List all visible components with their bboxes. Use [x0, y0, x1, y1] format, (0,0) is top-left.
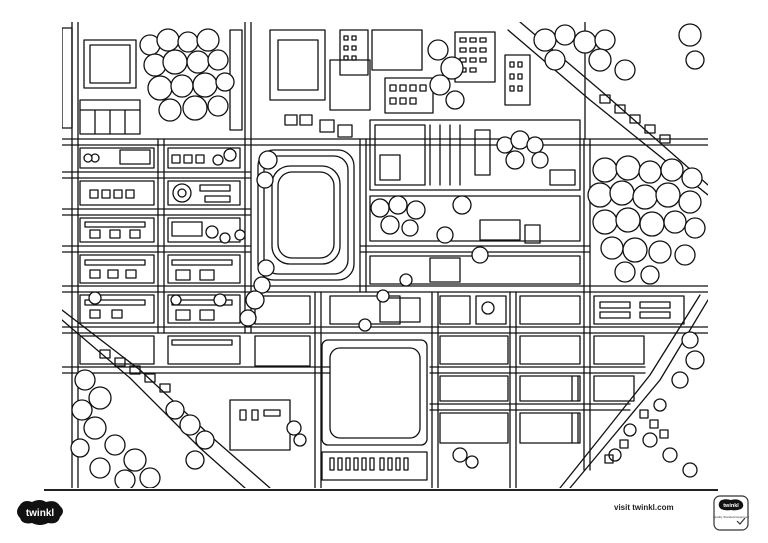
city-map: [62, 22, 708, 488]
tree-clusters: [70, 23, 706, 488]
buildings-northwest: [62, 27, 243, 135]
quality-badge: twinkl Quality Standard Approved: [711, 493, 751, 533]
blocks-southwest: [79, 335, 311, 451]
badge-caption: Quality Standard Approved: [713, 515, 749, 519]
blocks-west: [79, 147, 241, 324]
buildings-north: [269, 29, 531, 138]
sports-field: [321, 339, 428, 481]
twinkl-logo[interactable]: twinkl: [14, 497, 66, 527]
footer-link[interactable]: visit twinkl.com: [614, 503, 674, 512]
badge-text: twinkl: [723, 503, 739, 509]
logo-text: twinkl: [26, 508, 55, 519]
houses-diagonal: [99, 94, 671, 464]
blocks-east: [254, 295, 685, 444]
stadium: [257, 149, 355, 281]
footer-divider: [44, 489, 718, 491]
complex-center: [369, 119, 581, 285]
